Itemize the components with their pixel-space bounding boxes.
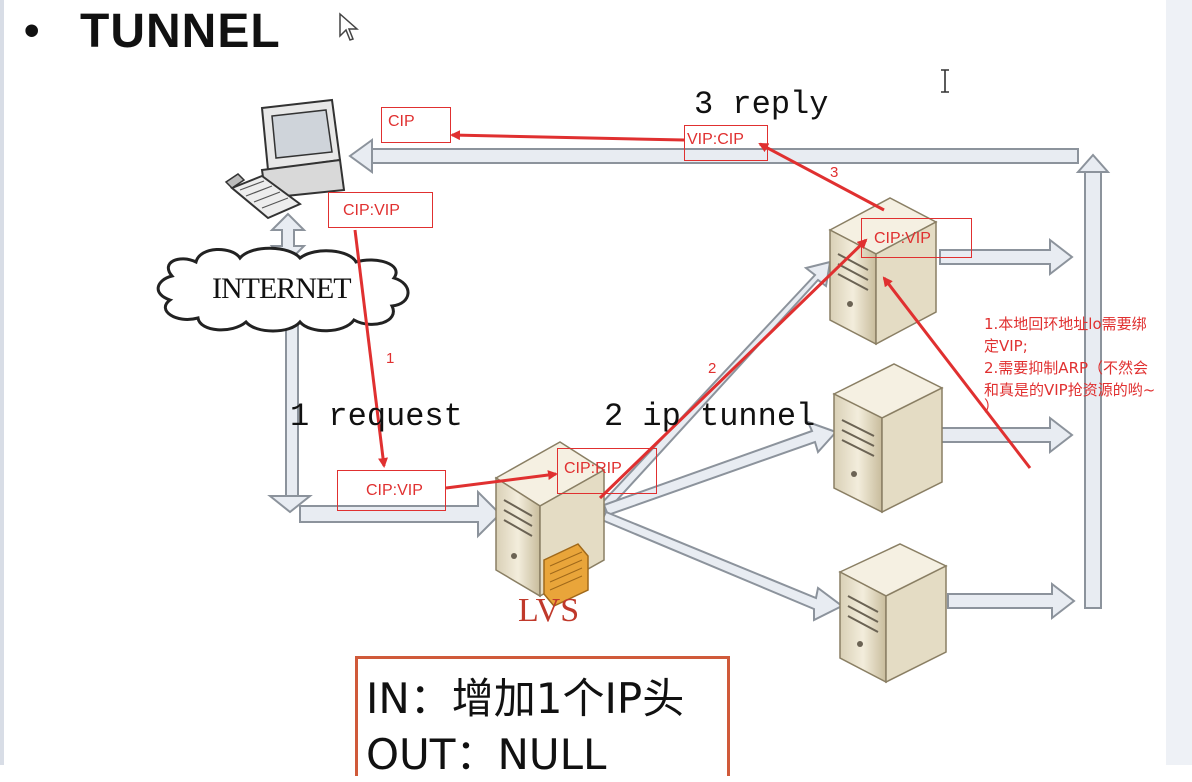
request-label: 1 request xyxy=(290,398,463,435)
reply-loop-arrow xyxy=(348,138,1111,609)
internet-cloud-icon xyxy=(156,246,410,333)
note-line: 和真是的VIP抢资源的哟~ xyxy=(984,381,1156,399)
note-line: 2.需要抑制ARP（不然会 xyxy=(984,359,1149,377)
lvs-fan-arrows xyxy=(598,260,844,622)
left-edge xyxy=(0,0,4,765)
reply-label: 3 reply xyxy=(694,86,829,123)
config-notes: 1.本地回环地址lo需要绑 定VIP; 2.需要抑制ARP（不然会 和真是的VI… xyxy=(984,313,1184,415)
right-scroll-strip xyxy=(1166,0,1192,765)
summary-box: IN：增加1个IP头 OUT：NULL xyxy=(355,656,730,779)
real-server-3-icon xyxy=(838,543,948,684)
title-bullet: • xyxy=(24,6,40,55)
cip-vip-lvs-box: CIP:VIP xyxy=(337,470,446,511)
request-path-arrow xyxy=(267,317,502,539)
server-output-arrows xyxy=(939,237,1076,621)
text-cursor-icon xyxy=(941,69,949,93)
internet-label: INTERNET xyxy=(212,272,352,305)
summary-in: IN：增加1个IP头 xyxy=(366,674,685,723)
mouse-pointer-icon xyxy=(339,12,359,41)
real-server-1-icon xyxy=(828,197,938,346)
red-annotation-arrows xyxy=(353,130,1032,500)
summary-out: OUT：NULL xyxy=(366,730,607,779)
vip-cip-box: VIP:CIP xyxy=(684,125,768,161)
note-line: 1.本地回环地址lo需要绑 xyxy=(984,315,1147,333)
lvs-label: LVS xyxy=(518,592,580,629)
note-line: 定VIP; xyxy=(984,337,1028,355)
tunnel-label: 2 ip tunnel xyxy=(604,398,816,435)
cip-vip-server-box: CIP:VIP xyxy=(861,218,972,258)
client-computer-icon xyxy=(224,98,346,220)
note-line: ） xyxy=(984,397,1000,415)
cip-rip-box: CIP:RIP xyxy=(557,448,657,494)
cip-vip-request-box: CIP:VIP xyxy=(328,192,433,228)
page-title: TUNNEL xyxy=(80,5,281,58)
cip-box: CIP xyxy=(381,107,451,143)
step-3-label: 3 xyxy=(830,164,839,181)
step-2-label: 2 xyxy=(708,360,717,377)
tunnel-diagram xyxy=(156,98,1111,684)
step-1-label: 1 xyxy=(386,350,395,367)
real-server-2-icon xyxy=(832,363,944,514)
